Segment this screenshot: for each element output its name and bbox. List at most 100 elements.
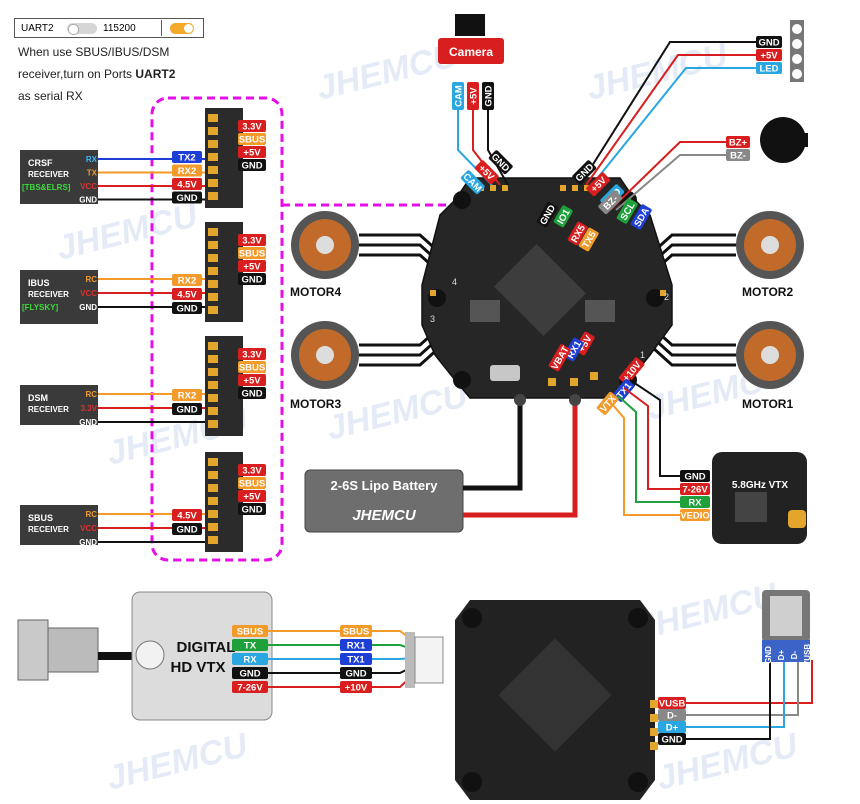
receiver-pin: VCC <box>80 182 97 191</box>
camera-pin-label-bg <box>482 82 494 110</box>
fc-pad-label-bg <box>618 357 645 385</box>
flight-controller-board: 3 2 4 1 <box>421 177 673 399</box>
buzzer-wires: BZ+BZ-BZ- <box>598 136 750 215</box>
vtx-pin-gnd-bg <box>680 470 710 482</box>
rx-pad-sbus-bg <box>238 247 266 259</box>
watermark: JHEMCU <box>633 576 783 648</box>
usb-wire <box>686 660 813 704</box>
rx-board-pad <box>208 179 218 187</box>
rx-pad-sbus-bg <box>238 361 266 373</box>
rx-pad-gnd: GND <box>241 505 262 516</box>
note-line2: receiver,turn on Ports UART2 <box>18 67 176 81</box>
fc-pad-label-bg <box>553 205 573 228</box>
i2c-label-bg <box>616 198 638 224</box>
rx-pad-+5v: +5V <box>243 262 261 273</box>
vtx-pin-7-26v-bg <box>680 483 710 495</box>
rx-pad-sbus-bg <box>238 133 266 145</box>
rx-board-pad <box>208 342 218 350</box>
rx-board-pad <box>208 420 218 428</box>
rx-pad-sbus: SBUS <box>239 363 265 374</box>
rx-board-pad <box>208 536 218 544</box>
rx-pad-gnd: GND <box>241 275 262 286</box>
rx-pad-gnd-bg <box>238 503 266 515</box>
watermark: JHEMCU <box>583 36 733 108</box>
serial-rx-toggle-on[interactable] <box>170 23 194 34</box>
motor-shaft <box>316 236 334 254</box>
wire-tag-rx2-bg <box>172 274 202 286</box>
note-line2-bold: UART2 <box>135 67 175 81</box>
vtx-wire <box>617 395 680 503</box>
buzzer-pin-1: BZ- <box>730 151 746 162</box>
usb-conn-label: GND <box>764 646 773 664</box>
usb-conn-pin-1: D+ <box>777 649 786 660</box>
rx-board-pad <box>208 355 218 363</box>
receiver-pin: GND <box>79 196 97 205</box>
camera-pin-label: CAM <box>454 85 465 107</box>
motor-motor1: MOTOR1 <box>650 321 804 411</box>
motor-shaft <box>761 346 779 364</box>
rx-pad-sbus: SBUS <box>239 479 265 490</box>
note-line3: as serial RX <box>18 89 83 103</box>
rx-board-pad <box>208 140 218 148</box>
usb-pin-gnd: GND <box>661 735 682 746</box>
camera-board-label-bg <box>488 150 513 175</box>
bottom-flight-controller <box>455 600 658 800</box>
receiver-name: CRSF <box>28 158 53 168</box>
rx-board-pad <box>208 293 218 301</box>
buzzer <box>760 117 808 163</box>
motor-label: MOTOR1 <box>742 397 793 411</box>
led-wire <box>591 67 756 186</box>
receiver-sub: RECEIVER <box>28 170 69 179</box>
dvtx-pin-rx-bg <box>232 653 268 665</box>
rx-pad-3.3v: 3.3V <box>242 350 262 361</box>
receiver-sub: RECEIVER <box>28 290 69 299</box>
wire-tag-gnd-bg <box>172 523 202 535</box>
led-board-label-bg <box>586 172 611 197</box>
usb-wire <box>686 660 771 740</box>
led-pin-5v-bg <box>756 49 782 61</box>
usb-wire <box>686 660 785 728</box>
camera-pin-0: CAM <box>452 82 465 110</box>
note-text: When use SBUS/IBUS/DSM receiver,turn on … <box>18 45 176 103</box>
battery: 2-6S Lipo Battery JHEMCU <box>304 394 581 533</box>
analog-vtx: 5.8GHz VTX <box>712 452 807 544</box>
receiver-sbus: SBUSRECEIVERRCVCCGND4.5VGND3.3VSBUS+5VGN… <box>20 452 266 552</box>
receiver-name: DSM <box>28 393 48 403</box>
rx-board-pad <box>208 166 218 174</box>
note-line1: When use SBUS/IBUS/DSM <box>18 45 169 59</box>
motor-label: MOTOR3 <box>290 397 341 411</box>
camera-wire <box>487 110 509 186</box>
dvtx-wire-tag-sbus: SBUS <box>343 627 369 638</box>
wire-tag-4.5v: 4.5V <box>177 180 197 191</box>
camera: Camera <box>438 14 504 64</box>
analog-vtx-label: 5.8GHz VTX <box>732 480 788 491</box>
receiver-pin: RC <box>85 510 97 519</box>
led-pin-gnd-bg <box>756 36 782 48</box>
rx-pad-+5v-bg <box>238 374 266 386</box>
buzzer-pin-0-bg <box>726 136 750 148</box>
usb-c-module <box>762 590 810 662</box>
motor-shaft <box>316 346 334 364</box>
receivers-group: CRSFRECEIVER[TBS&ELRS]RXTXVCCGNDTX2RX24.… <box>20 108 266 552</box>
receiver-pin: VCC <box>80 524 97 533</box>
vtx-pin-vedio: VEDIO <box>680 511 710 522</box>
fc-pad-label-bg <box>567 221 588 246</box>
uart-toggle-off[interactable] <box>67 23 97 35</box>
fc-pad-label-bg <box>548 344 571 372</box>
rx-board-pad <box>208 523 218 531</box>
receiver-box <box>20 385 98 425</box>
led-wire <box>585 54 756 186</box>
wire-tag-4.5v: 4.5V <box>177 290 197 301</box>
rx-pad-gnd: GND <box>241 389 262 400</box>
rx-board-pad <box>208 228 218 236</box>
wire-tag-4.5v-bg <box>172 288 202 300</box>
rx-boards-highlight <box>150 96 284 562</box>
buzzer-pin-0: BZ+ <box>729 138 748 149</box>
board-number-4: 4 <box>452 277 457 287</box>
board-number-1: 1 <box>640 350 645 360</box>
camera-label: Camera <box>449 45 493 59</box>
usb-pin-gnd-bg <box>658 733 686 745</box>
